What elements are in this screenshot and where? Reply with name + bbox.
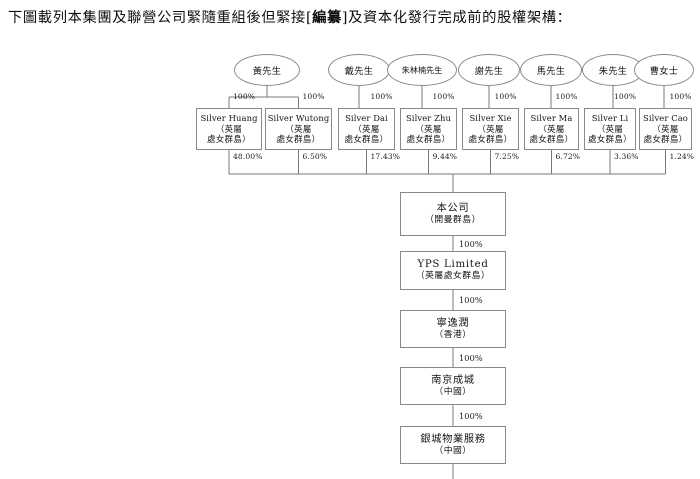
pct-label-ownership-7: 3.36% (614, 152, 639, 161)
chain-box-name: 寧逸潤 (436, 317, 470, 329)
shareholder-oval-3[interactable]: 朱林楠先生 (387, 54, 457, 86)
bvi-company-name: Silver Ma (530, 112, 573, 123)
bvi-company-place-line1: （英屬 (415, 123, 442, 134)
pct-label-ownership-8: 1.24% (669, 152, 695, 161)
caption-bracket-close: ] (341, 10, 349, 26)
bvi-company-box-6[interactable]: Silver Ma（英屬處女群島） (524, 108, 579, 150)
chain-box-5[interactable]: 銀城物業服務（中國） (400, 426, 506, 464)
bvi-company-box-1[interactable]: Silver Huang（英屬處女群島） (196, 108, 262, 150)
shareholder-name: 黃先生 (252, 66, 282, 77)
chain-box-3[interactable]: 寧逸潤（香港） (400, 310, 506, 348)
caption-after: 及資本化發行完成前的股權架構： (348, 10, 572, 26)
pct-label-chain-4: 100% (459, 410, 483, 421)
pct-label-ownership-2: 6.50% (302, 152, 328, 161)
bvi-company-place-line2: 處女群島） (207, 134, 251, 145)
pct-label-ownership-4: 9.44% (432, 152, 458, 161)
pct-label-top-8: 100% (669, 92, 692, 101)
bvi-company-box-5[interactable]: Silver Xie（英屬處女群島） (462, 108, 519, 150)
bvi-company-name: Silver Li (591, 112, 629, 123)
bvi-company-place-line2: 處女群島） (468, 134, 513, 145)
shareholder-name: 戴先生 (344, 66, 374, 77)
chain-box-2[interactable]: YPS Limited（英屬處女群島） (400, 251, 506, 290)
pct-label-chain-3: 100% (459, 352, 483, 363)
pct-label-top-1: 100% (233, 92, 256, 101)
bvi-company-place-line2: 處女群島） (276, 134, 321, 145)
pct-label-ownership-6: 6.72% (555, 152, 581, 161)
shareholder-name: 馬先生 (536, 66, 566, 77)
bvi-company-box-8[interactable]: Silver Cao（英屬處女群島） (639, 108, 692, 150)
bvi-company-place-line1: （英屬 (596, 123, 624, 134)
bvi-company-box-4[interactable]: Silver Zhu（英屬處女群島） (400, 108, 457, 150)
pct-label-top-4: 100% (432, 92, 455, 101)
chain-box-name: YPS Limited (417, 259, 489, 271)
shareholder-name: 曹女士 (649, 66, 679, 77)
chain-box-place: （中國） (434, 445, 472, 456)
bvi-company-place-line2: 處女群島） (643, 134, 688, 145)
caption-bracket-term: 編纂 (312, 10, 342, 26)
bvi-company-place-line2: 處女群島） (588, 134, 632, 145)
bvi-company-name: Silver Dai (345, 112, 388, 123)
shareholder-oval-1[interactable]: 黃先生 (234, 54, 300, 86)
chain-box-place: （中國） (434, 386, 472, 397)
chain-box-4[interactable]: 南京成城（中國） (400, 367, 506, 405)
shareholder-name: 朱林楠先生 (401, 64, 443, 75)
caption-bracket-open: [ (305, 10, 313, 26)
shareholder-name: 謝先生 (474, 66, 504, 77)
chain-box-name: 本公司 (436, 202, 470, 214)
chain-box-place: （開曼群島） (425, 214, 481, 225)
bvi-company-place-line1: （英屬 (538, 123, 565, 134)
pct-label-chain-1: 100% (459, 238, 483, 249)
pct-label-top-3: 100% (370, 92, 393, 101)
chain-box-place: （香港） (434, 329, 472, 340)
pct-label-ownership-1: 48.00% (233, 152, 263, 161)
bvi-company-place-line2: 處女群島） (529, 134, 574, 145)
shareholder-oval-5[interactable]: 馬先生 (520, 54, 582, 86)
bvi-company-name: Silver Wutong (267, 112, 330, 123)
pct-label-top-7: 100% (614, 92, 637, 101)
shareholder-oval-4[interactable]: 謝先生 (458, 54, 520, 86)
bvi-company-place-line1: （英屬 (477, 123, 504, 134)
page-title: 下圖載列本集團及聯營公司緊隨重組後但緊接[編纂]及資本化發行完成前的股權架構： (8, 6, 694, 27)
bvi-company-place-line1: （英屬 (652, 123, 679, 134)
shareholder-oval-2[interactable]: 戴先生 (328, 54, 390, 86)
bvi-company-box-2[interactable]: Silver Wutong（英屬處女群島） (265, 108, 332, 150)
pct-label-ownership-5: 7.25% (494, 152, 520, 161)
bvi-company-name: Silver Xie (469, 112, 512, 123)
bvi-company-name: Silver Cao (643, 112, 688, 123)
bvi-company-place-line2: 處女群島） (344, 134, 389, 145)
pct-label-top-2: 100% (302, 92, 325, 101)
chain-box-place: （英屬處女群島） (415, 271, 491, 282)
bvi-company-name: Silver Zhu (405, 112, 452, 123)
caption-before: 下圖載列本集團及聯營公司緊隨重組後但緊接 (8, 10, 306, 26)
shareholder-oval-7[interactable]: 曹女士 (634, 54, 694, 86)
pct-label-chain-2: 100% (459, 295, 483, 305)
pct-label-top-5: 100% (494, 92, 517, 101)
chain-box-name: 銀城物業服務 (420, 433, 486, 445)
pct-label-ownership-3: 17.43% (370, 152, 401, 161)
bvi-company-place-line2: 處女群島） (406, 134, 451, 145)
bvi-company-box-7[interactable]: Silver Li（英屬處女群島） (584, 108, 636, 150)
bvi-company-place-line1: （英屬 (353, 123, 380, 134)
bvi-company-place-line1: （英屬 (285, 123, 312, 134)
chain-box-1[interactable]: 本公司（開曼群島） (400, 192, 506, 236)
pct-label-top-6: 100% (555, 92, 578, 101)
shareholder-name: 朱先生 (598, 66, 628, 77)
bvi-company-box-3[interactable]: Silver Dai（英屬處女群島） (338, 108, 395, 150)
bvi-company-place-line1: （英屬 (215, 123, 243, 134)
chain-box-name: 南京成城 (431, 374, 475, 386)
bvi-company-name: Silver Huang (200, 112, 258, 123)
